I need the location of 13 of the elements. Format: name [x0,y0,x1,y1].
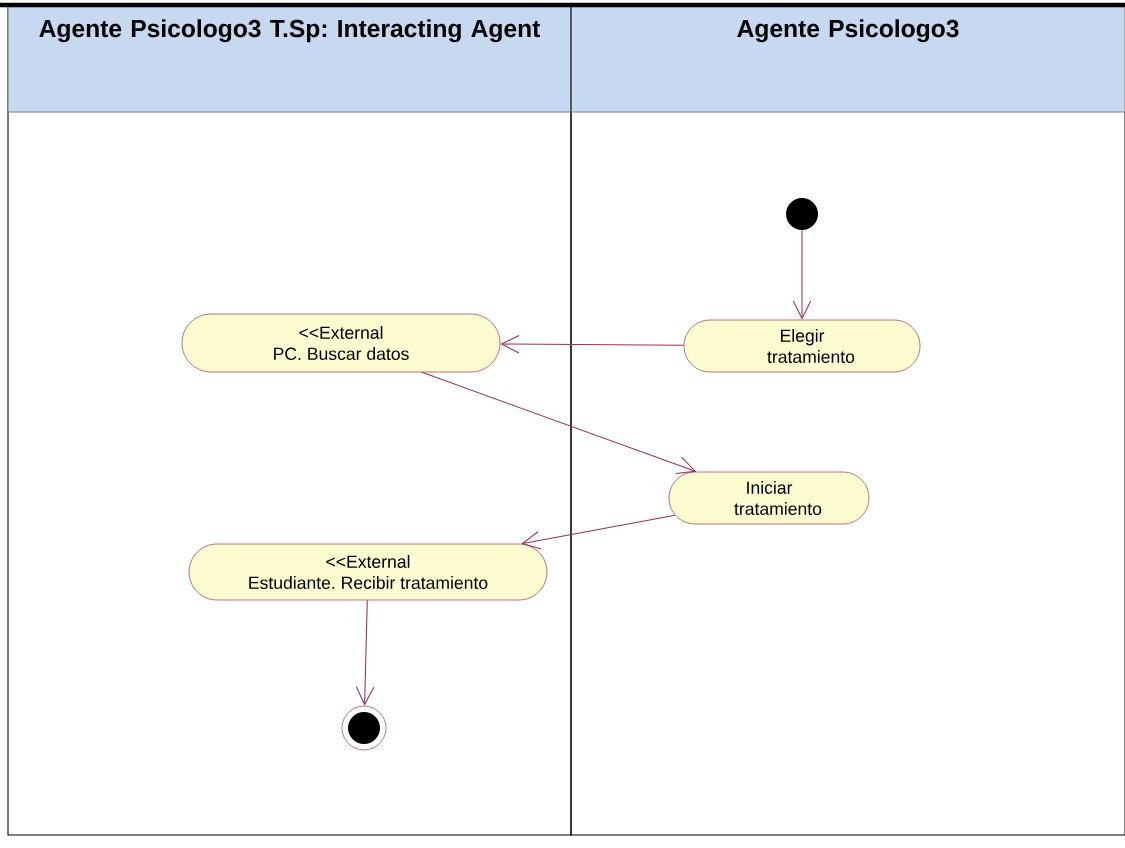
end-node [341,705,387,751]
arrow [421,371,697,475]
lane-header: Agente Psicologo3 T.Sp: Interacting Agent [7,5,572,113]
lane-header: Agente Psicologo3 [570,5,1125,113]
arrow [792,229,812,320]
arrow [355,599,375,706]
arrow [500,334,685,354]
activity-box: <<External Estudiante. Recibir tratamiento [188,543,548,601]
activity-box: <<External PC. Buscar datos [181,313,501,373]
activity-box: Elegir tratamiento [683,319,921,373]
arrow [521,514,676,550]
activity-box: Iniciar tratamiento [668,471,870,525]
start-node [786,198,818,230]
